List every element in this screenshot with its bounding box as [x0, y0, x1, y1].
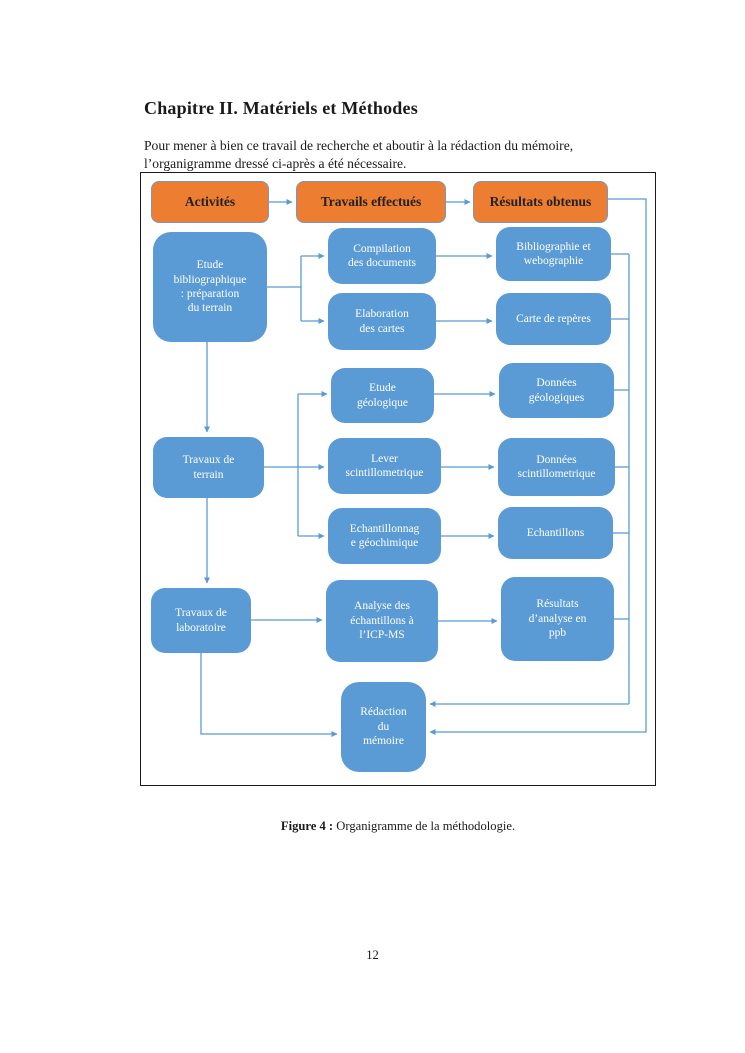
- node-elaboration-cartes: Elaboration des cartes: [328, 293, 436, 350]
- node-analyse-icp-ms: Analyse des échantillons à l’ICP-MS: [326, 580, 438, 662]
- node-travaux-de-terrain: Travaux de terrain: [153, 437, 264, 498]
- node-compilation-documents: Compilation des documents: [328, 228, 436, 284]
- node-travaux-de-laboratoire: Travaux de laboratoire: [151, 588, 251, 653]
- figure-caption: Figure 4 : Organigramme de la méthodolog…: [140, 819, 656, 834]
- node-carte-reperes: Carte de repères: [496, 293, 611, 345]
- intro-paragraph: Pour mener à bien ce travail de recherch…: [144, 137, 574, 172]
- node-bibliographie-webographie: Bibliographie et webographie: [496, 227, 611, 281]
- figure-caption-label: Figure 4 :: [280, 818, 334, 833]
- node-donnees-geologiques: Données géologiques: [499, 363, 614, 418]
- connector-results-collector: [429, 253, 630, 707]
- connector-header-row: [269, 198, 647, 735]
- node-etude-bibliographique: Etude bibliographique : préparation du t…: [153, 232, 267, 342]
- node-lever-scintillometrique: Lever scintillometrique: [328, 438, 441, 494]
- node-redaction-memoire: Rédaction du mémoire: [341, 682, 426, 772]
- node-etude-geologique: Etude géologique: [331, 368, 434, 423]
- figure-frame: Activités Travails effectués Résultats o…: [140, 172, 656, 786]
- figure-caption-text: Organigramme de la méthodologie.: [333, 818, 516, 833]
- connector-travaux-terrain-branch: [204, 391, 496, 584]
- header-resultats-obtenus: Résultats obtenus: [473, 181, 608, 223]
- page-number: 12: [366, 948, 379, 962]
- node-echantillonnage-geochimique: Echantillonnag e géochimique: [328, 508, 441, 564]
- node-donnees-scintillometriques: Données scintillometrique: [498, 438, 615, 496]
- node-resultats-analyse-ppb: Résultats d’analyse en ppb: [501, 577, 614, 661]
- connector-laboratoire-branch: [200, 617, 498, 737]
- connector-etude-biblio-branch: [204, 253, 493, 433]
- chapter-title: Chapitre II. Matériels et Méthodes: [144, 98, 418, 119]
- node-echantillons: Echantillons: [498, 507, 613, 559]
- flowchart-connectors: [200, 198, 647, 737]
- header-activites: Activités: [151, 181, 269, 223]
- header-travails-effectues: Travails effectués: [296, 181, 446, 223]
